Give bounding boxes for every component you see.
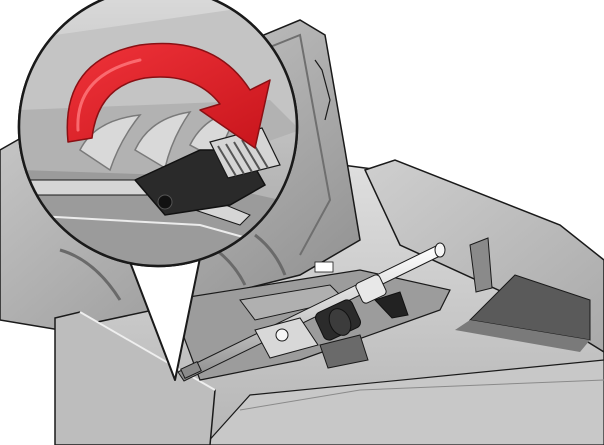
feed-mechanism	[169, 242, 451, 382]
pick-roller	[315, 299, 361, 341]
ribbed-grip	[209, 127, 281, 179]
curved-red-arrow-icon	[66, 42, 271, 149]
magnifier-callout	[17, 0, 299, 268]
separator-roller	[355, 274, 387, 304]
